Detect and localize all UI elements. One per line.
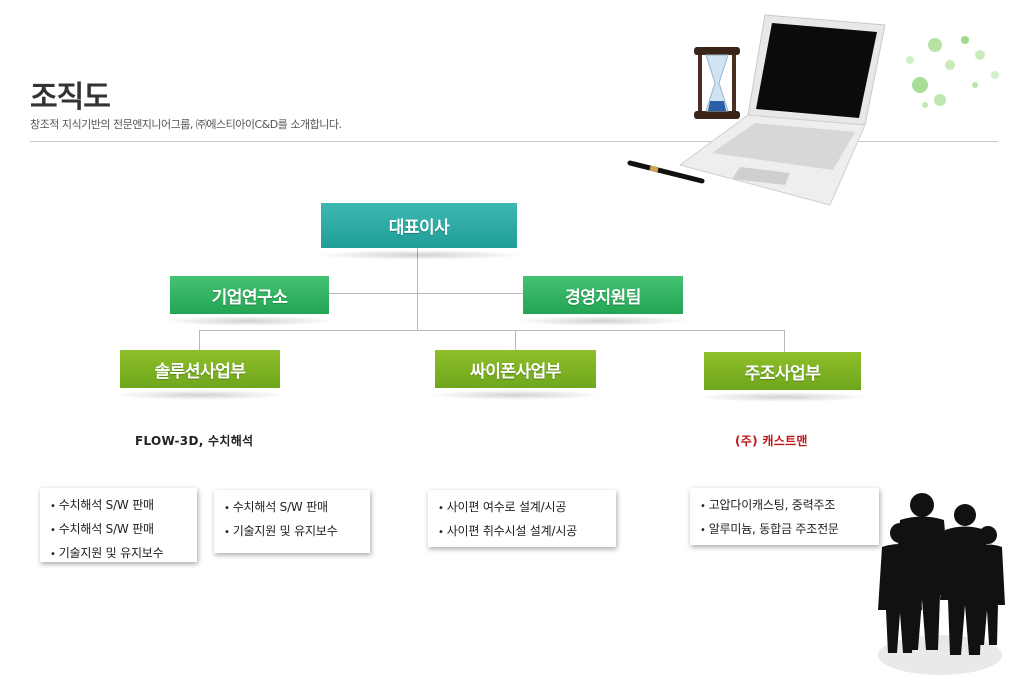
connector-division-horizontal (199, 330, 784, 331)
page-title: 조직도 (30, 80, 111, 115)
list-item: 수치해석 S/W 판매 (50, 518, 187, 542)
connector-support-horizontal (329, 293, 523, 294)
list-item: 사이편 취수시설 설계/시공 (438, 520, 606, 544)
connector-casting-drop (784, 330, 785, 352)
connector-solution-drop (199, 330, 200, 350)
connector-ceo-vertical (417, 248, 418, 330)
list-item: 알루미늄, 동합금 주조전문 (700, 518, 869, 542)
list-item: 수치해석 S/W 판매 (224, 496, 360, 520)
list-item: 기술지원 및 유지보수 (224, 520, 360, 544)
siphon-detail-card: 사이편 여수로 설계/시공 사이편 취수시설 설계/시공 (428, 490, 616, 547)
list-item: 기술지원 및 유지보수 (50, 542, 187, 566)
solution-division-box: 솔루션사업부 (112, 350, 288, 400)
siphon-division-box: 싸이폰사업부 (427, 350, 604, 400)
list-item: 고압다이캐스팅, 중력주조 (700, 494, 869, 518)
pen (627, 160, 705, 184)
connector-siphon-drop (515, 330, 516, 350)
page-subtitle: 창조적 지식기반의 전문엔지니어그룹, ㈜에스티아이C&D를 소개합니다. (30, 118, 342, 131)
ceo-box: 대표이사 (313, 203, 525, 260)
title-divider (30, 141, 998, 142)
research-lab-box: 기업연구소 (162, 276, 337, 326)
laptop-illustration (627, 14, 999, 206)
laptop (678, 14, 886, 206)
hourglass (694, 47, 740, 119)
list-item: 사이편 여수로 설계/시공 (438, 496, 606, 520)
casting-detail-card: 고압다이캐스팅, 중력주조 알루미늄, 동합금 주조전문 (690, 488, 879, 545)
casting-note: (주) 캐스트맨 (735, 434, 808, 448)
decorative-dots (906, 36, 999, 108)
solution-detail-card-a: 수치해석 S/W 판매 수치해석 S/W 판매 기술지원 및 유지보수 (40, 488, 197, 562)
casting-division-box: 주조사업부 (696, 352, 869, 402)
solution-detail-card-b: 수치해석 S/W 판매 기술지원 및 유지보수 (214, 490, 370, 553)
list-item: 수치해석 S/W 판매 (50, 494, 187, 518)
solution-note: FLOW-3D, 수치해석 (135, 434, 254, 448)
management-support-box: 경영지원팀 (515, 276, 691, 326)
people-silhouette-illustration (878, 493, 1005, 675)
